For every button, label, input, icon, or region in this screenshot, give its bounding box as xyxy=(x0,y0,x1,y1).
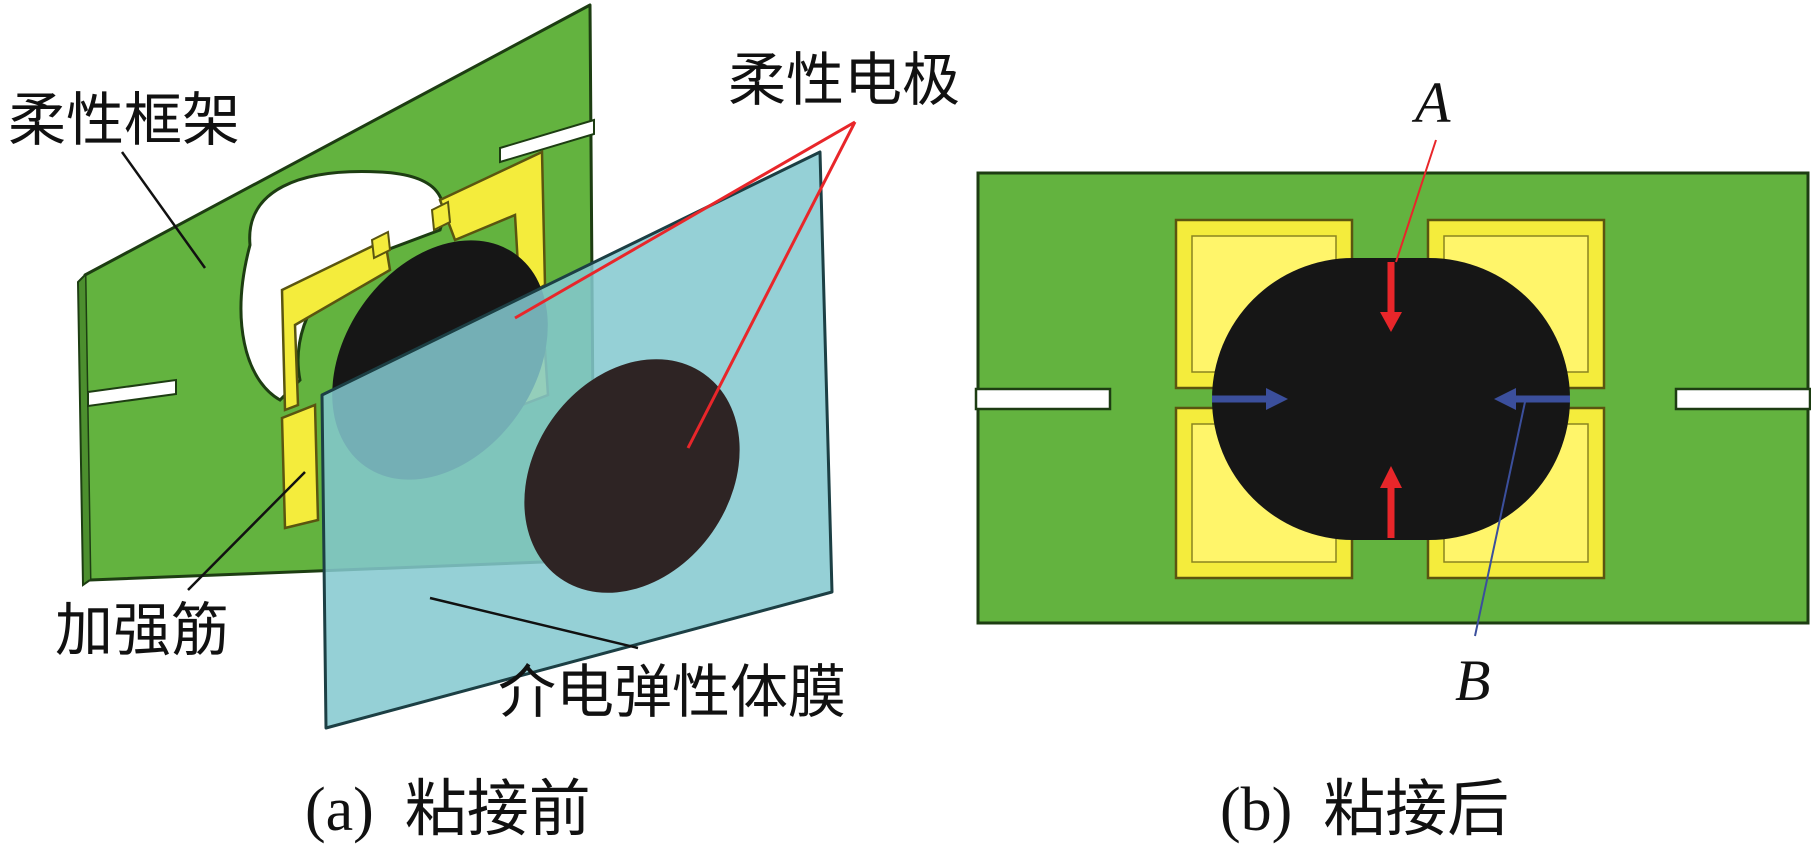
stiffener-tab-2 xyxy=(430,200,452,232)
frame-b-slot-left xyxy=(974,387,1112,411)
label-point-b: B xyxy=(1455,648,1490,713)
frame-leader xyxy=(120,151,207,269)
frame-b-gap-top xyxy=(1352,221,1428,235)
label-stiffener: 加强筋 xyxy=(55,596,229,664)
arrows-b xyxy=(1212,388,1570,410)
stiffener-leader xyxy=(187,471,306,591)
electrode-leader-2 xyxy=(686,121,857,449)
electrode-leader-1 xyxy=(514,120,856,320)
stiffener-tab-1 xyxy=(370,230,392,260)
frame-slot-right xyxy=(499,118,595,164)
arrow-b-left-head xyxy=(1266,388,1288,410)
label-flexible-electrode: 柔性电极 xyxy=(728,46,960,114)
frame-b-slot-right xyxy=(1674,387,1811,411)
label-point-a: A xyxy=(1411,70,1451,135)
panel-b-illustration: A B (b) 粘接后 xyxy=(974,70,1811,844)
label-dielectric-film: 介电弹性体膜 xyxy=(498,658,846,726)
label-flexible-frame: 柔性框架 xyxy=(8,86,240,154)
arrow-a-top-head xyxy=(1380,312,1402,332)
frame-slot xyxy=(87,378,177,408)
flexible-frame-edge xyxy=(76,274,91,587)
front-electrode xyxy=(524,359,740,593)
film-leader xyxy=(429,596,639,650)
leader-b xyxy=(1474,401,1526,637)
panel-a-illustration: 柔性框架 柔性电极 加强筋 介电弹性体膜 (a) 粘接前 xyxy=(8,3,960,844)
bonded-electrode xyxy=(1212,258,1570,540)
caption-b: (b) 粘接后 xyxy=(1220,776,1509,844)
arrow-b-right-head xyxy=(1494,388,1516,410)
caption-a: (a) 粘接前 xyxy=(305,776,591,844)
stiffener-lower-left xyxy=(280,403,320,530)
arrow-a-bottom-head xyxy=(1380,466,1402,488)
arrows-a xyxy=(1380,262,1402,538)
leader-a xyxy=(1395,139,1437,263)
